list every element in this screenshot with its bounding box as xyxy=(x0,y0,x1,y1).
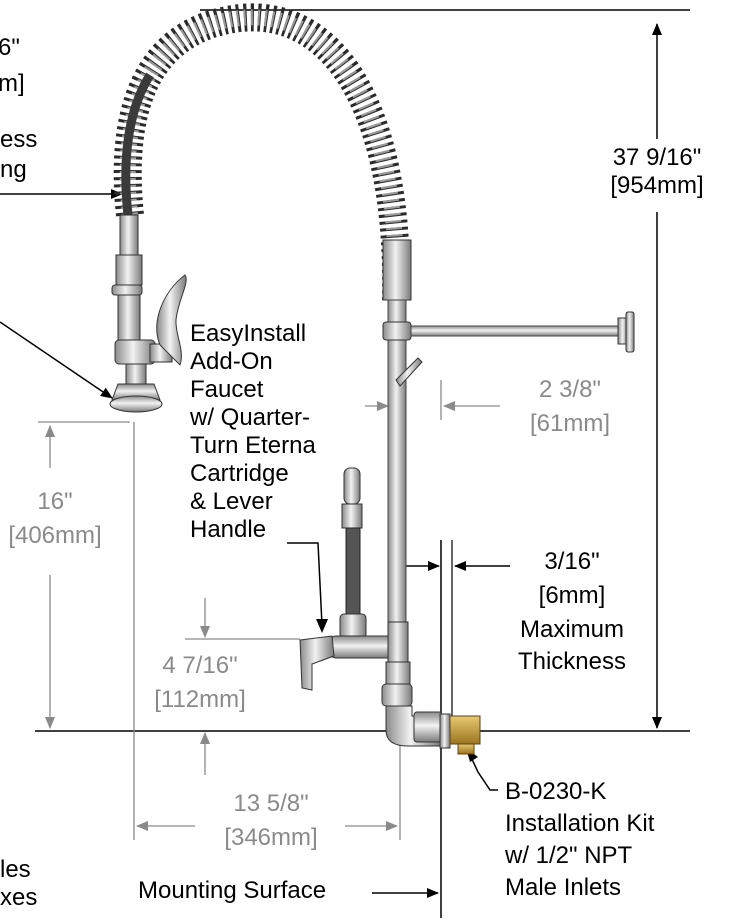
pre-rinse-faucet xyxy=(109,3,635,755)
addon-faucet-line: Cartridge xyxy=(190,460,289,487)
reach-metric-wrap: 346mm xyxy=(198,824,344,852)
reach-dimension: 13 5/8" 346mm xyxy=(198,790,344,852)
addon-faucet-line: EasyInstall xyxy=(190,320,307,347)
install-kit-line: B-0230-K xyxy=(505,778,607,805)
spray-height-dimension: 16" 406mm xyxy=(0,488,120,550)
install-kit-label: B-0230-K Installation Kit w/ 1/2" NPT Ma… xyxy=(505,776,654,904)
spout-height-metric-wrap: 112mm xyxy=(135,686,265,714)
offset-width-metric: 61mm xyxy=(524,410,616,438)
addon-faucet-line: Handle xyxy=(190,516,267,543)
thickness-imperial: 3/16" xyxy=(544,548,600,575)
reach-metric: 346mm xyxy=(218,824,323,852)
clipped-label-bottom-1: les xyxy=(0,856,31,883)
addon-faucet-line: Turn Eterna xyxy=(190,432,316,459)
addon-faucet-line: & Lever xyxy=(190,488,273,515)
addon-faucet-line: w/ Quarter- xyxy=(190,404,311,431)
offset-width-dimension: 2 3/8" 61mm xyxy=(505,376,635,438)
install-kit-line: Installation Kit xyxy=(505,810,655,837)
addon-faucet-line: Add-On xyxy=(190,348,273,375)
clipped-label-top-2: m] xyxy=(0,70,25,97)
spray-height-metric-wrap: 406mm xyxy=(0,522,120,550)
thickness-metric-wrap: 6mm xyxy=(497,582,647,610)
gray-dimension-lines xyxy=(38,380,500,840)
spray-height-metric: 406mm xyxy=(2,522,107,550)
total-height-imperial: 37 9/16" xyxy=(612,144,702,171)
offset-width-imperial: 2 3/8" xyxy=(539,376,601,403)
spout-height-metric: 112mm xyxy=(148,686,252,714)
spout-height-dimension: 4 7/16" 112mm xyxy=(135,652,265,714)
spray-height-imperial: 16" xyxy=(37,488,73,515)
clipped-label-top-2-text: m xyxy=(0,70,18,97)
total-height-metric-wrap: 954mm xyxy=(592,172,722,200)
clipped-label-hose-2: ng xyxy=(0,156,27,183)
total-height-dimension: 37 9/16" 954mm xyxy=(592,144,722,200)
offset-width-metric-wrap: 61mm xyxy=(505,410,635,438)
addon-faucet-label: EasyInstall Add-On Faucet w/ Quarter- Tu… xyxy=(190,320,316,544)
install-kit-line: Male Inlets xyxy=(505,874,622,901)
clipped-label-hose-1: ess xyxy=(0,126,38,153)
max-thickness-line: Thickness xyxy=(517,648,627,675)
total-height-metric: 954mm xyxy=(604,172,709,200)
thickness-metric: 6mm xyxy=(533,582,612,610)
reach-imperial: 13 5/8" xyxy=(233,790,309,817)
max-thickness-line: Maximum xyxy=(519,616,624,643)
mounting-surface-label: Mounting Surface xyxy=(138,877,327,904)
install-kit-line: w/ 1/2" NPT xyxy=(505,842,633,869)
thickness-dimension: 3/16" 6mm Maximum Thickness xyxy=(497,548,647,676)
clipped-label-top-1: 6" xyxy=(0,34,20,61)
spout-height-imperial: 4 7/16" xyxy=(162,652,238,679)
clipped-label-bottom-2: xes xyxy=(0,884,38,911)
addon-faucet-line: Faucet xyxy=(190,376,264,403)
